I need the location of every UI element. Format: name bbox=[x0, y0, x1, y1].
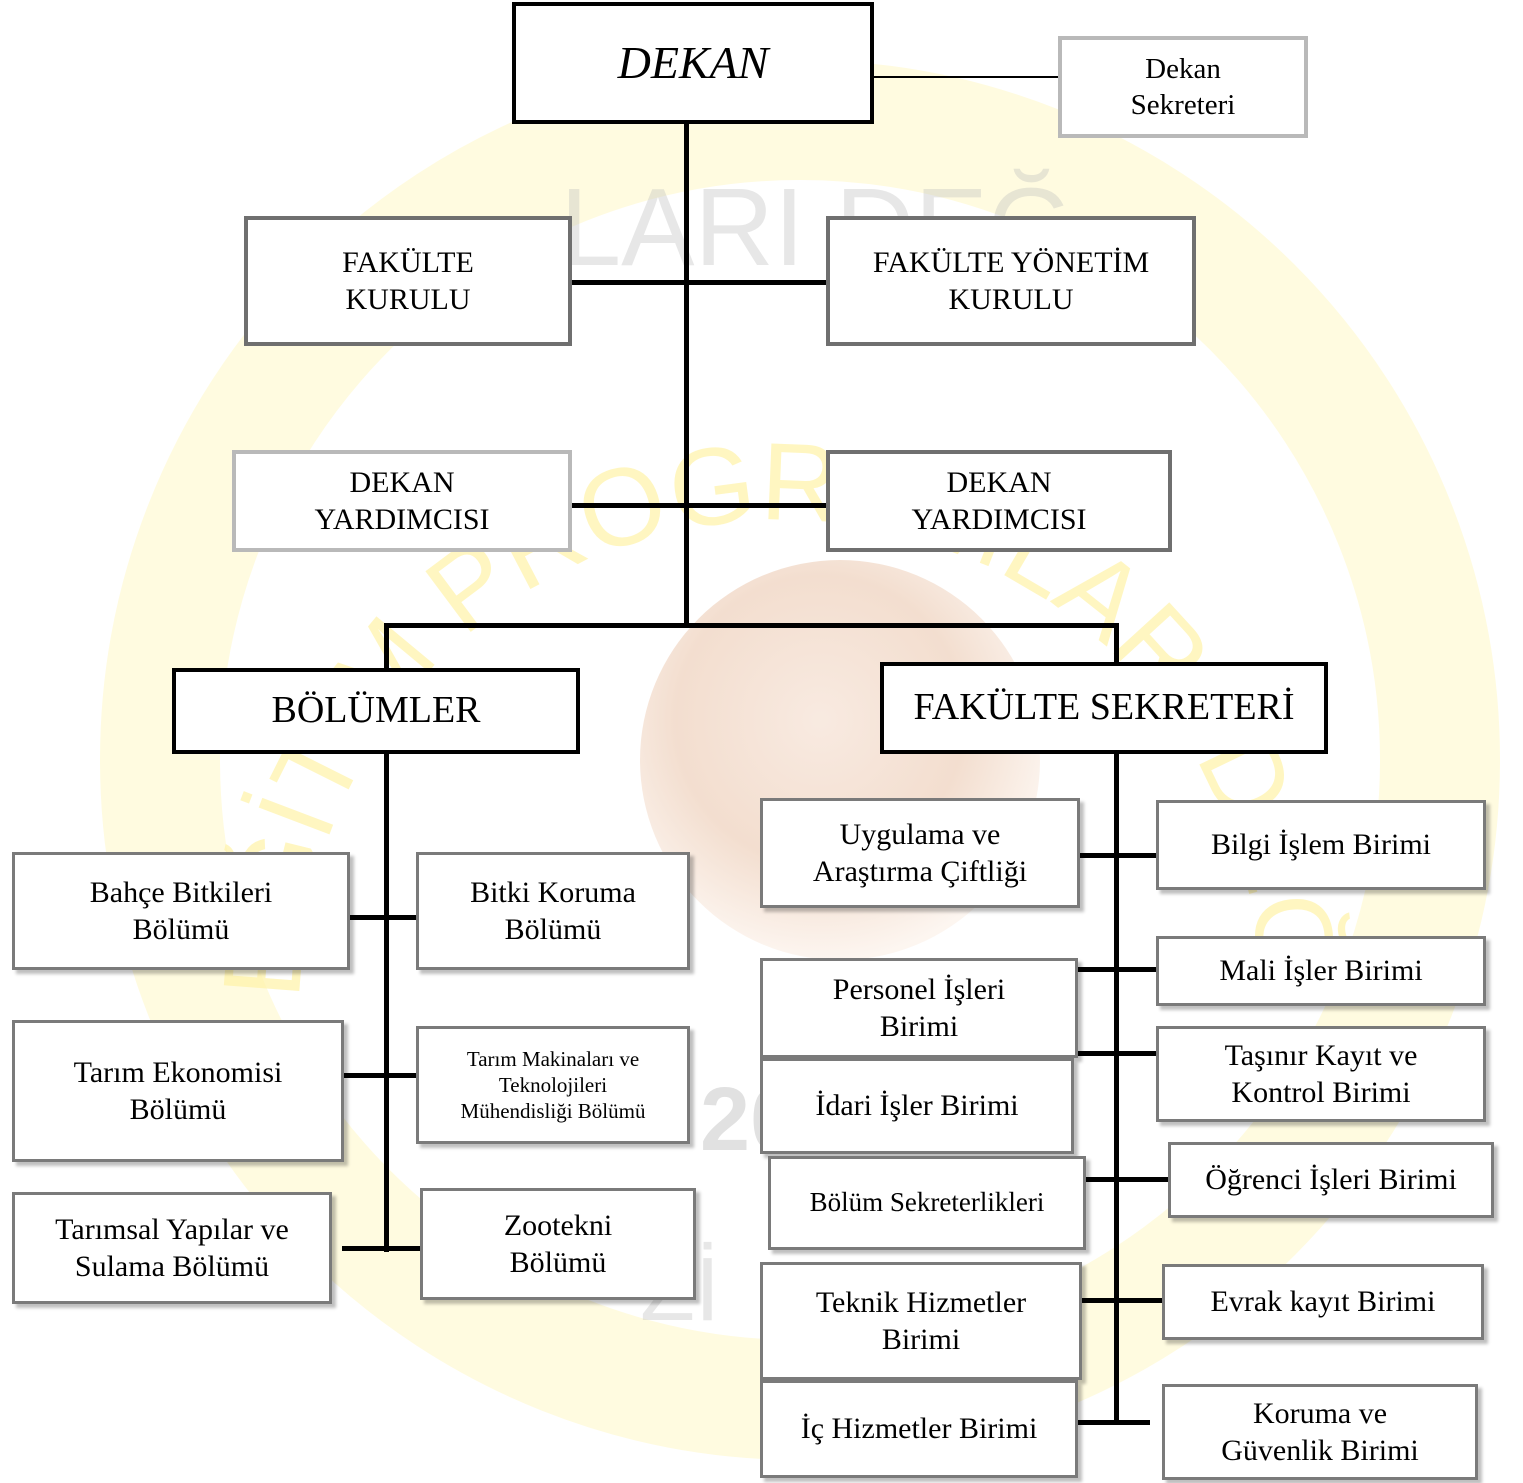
tarimsal-yapilar-box: Tarımsal Yapılar ve Sulama Bölümü bbox=[12, 1192, 332, 1304]
dekan-box: DEKAN bbox=[512, 2, 874, 124]
tarimsal-yapilar-label: Tarımsal Yapılar ve Sulama Bölümü bbox=[55, 1212, 289, 1284]
bolumler-box: BÖLÜMLER bbox=[172, 668, 580, 754]
connector-unit-row-5 bbox=[1082, 1298, 1164, 1303]
connector-kurul-horizontal bbox=[570, 280, 828, 285]
teknik-hizmetler-box: Teknik Hizmetler Birimi bbox=[760, 1262, 1082, 1380]
zootekni-label: Zootekni Bölümü bbox=[503, 1208, 613, 1280]
dekan-label: DEKAN bbox=[617, 37, 769, 89]
connector-bolumler-vertical bbox=[384, 752, 389, 1252]
evrak-kayit-label: Evrak kayıt Birimi bbox=[1210, 1285, 1436, 1319]
bilgi-islem-box: Bilgi İşlem Birimi bbox=[1156, 800, 1486, 890]
dekan-sekreteri-label: Dekan Sekreteri bbox=[1130, 52, 1236, 121]
koruma-guvenlik-label: Koruma ve Güvenlik Birimi bbox=[1221, 1396, 1419, 1468]
uygulama-ciftligi-box: Uygulama ve Araştırma Çiftliği bbox=[760, 798, 1080, 908]
uygulama-ciftligi-label: Uygulama ve Araştırma Çiftliği bbox=[812, 817, 1028, 889]
dekan-sekreteri-box: Dekan Sekreteri bbox=[1058, 36, 1308, 138]
tasinir-kayit-label: Taşınır Kayıt ve Kontrol Birimi bbox=[1224, 1038, 1418, 1110]
bolumler-label: BÖLÜMLER bbox=[271, 689, 481, 732]
tasinir-kayit-box: Taşınır Kayıt ve Kontrol Birimi bbox=[1156, 1026, 1486, 1122]
dekan-yardimcisi-2-box: DEKAN YARDIMCISI bbox=[826, 450, 1172, 552]
ic-hizmetler-label: İç Hizmetler Birimi bbox=[800, 1412, 1038, 1446]
teknik-hizmetler-label: Teknik Hizmetler Birimi bbox=[815, 1285, 1027, 1357]
connector-sekreter-vertical bbox=[1114, 752, 1119, 1424]
connector-unit-row-1 bbox=[1076, 853, 1158, 858]
dekan-yardimcisi-2-label: DEKAN YARDIMCISI bbox=[911, 465, 1087, 537]
connector-unit-row-6 bbox=[1078, 1420, 1150, 1425]
fakulte-sekreteri-box: FAKÜLTE SEKRETERİ bbox=[880, 662, 1328, 754]
bahce-bitkileri-label: Bahçe Bitkileri Bölümü bbox=[89, 875, 273, 947]
dekan-yardimcisi-1-label: DEKAN YARDIMCISI bbox=[314, 465, 490, 537]
bitki-koruma-box: Bitki Koruma Bölümü bbox=[416, 852, 690, 970]
idari-isler-box: İdari İşler Birimi bbox=[760, 1058, 1074, 1154]
fakulte-yonetim-kurulu-label: FAKÜLTE YÖNETİM KURULU bbox=[872, 245, 1150, 317]
fakulte-sekreteri-label: FAKÜLTE SEKRETERİ bbox=[913, 686, 1295, 729]
fakulte-yonetim-kurulu-box: FAKÜLTE YÖNETİM KURULU bbox=[826, 216, 1196, 346]
fakulte-kurulu-label: FAKÜLTE KURULU bbox=[342, 245, 474, 317]
dekan-yardimcisi-1-box: DEKAN YARDIMCISI bbox=[232, 450, 572, 552]
connector-main-vertical bbox=[684, 122, 689, 628]
idari-isler-label: İdari İşler Birimi bbox=[815, 1089, 1019, 1123]
personel-isleri-box: Personel İşleri Birimi bbox=[760, 958, 1078, 1058]
connector-bolum-row-2 bbox=[342, 1073, 418, 1078]
connector-split-horizontal bbox=[384, 623, 1118, 628]
bolum-sekreterlikleri-label: Bölüm Sekreterlikleri bbox=[809, 1187, 1045, 1218]
ogrenci-isleri-label: Öğrenci İşleri Birimi bbox=[1205, 1163, 1457, 1197]
ogrenci-isleri-box: Öğrenci İşleri Birimi bbox=[1168, 1142, 1494, 1218]
tarim-makinalari-box: Tarım Makinaları ve Teknolojileri Mühend… bbox=[416, 1026, 690, 1144]
connector-unit-row-2 bbox=[1076, 967, 1158, 972]
connector-unit-row-3 bbox=[1076, 1051, 1158, 1056]
connector-bolum-row-1 bbox=[348, 915, 418, 920]
mali-isler-box: Mali İşler Birimi bbox=[1156, 936, 1486, 1006]
tarim-makinalari-label: Tarım Makinaları ve Teknolojileri Mühend… bbox=[460, 1046, 646, 1124]
connector-dekan-secretary bbox=[872, 76, 1058, 78]
koruma-guvenlik-box: Koruma ve Güvenlik Birimi bbox=[1162, 1384, 1478, 1480]
bitki-koruma-label: Bitki Koruma Bölümü bbox=[470, 875, 636, 947]
connector-sekreter-drop bbox=[1114, 623, 1119, 663]
connector-unit-row-4 bbox=[1084, 1177, 1168, 1182]
ic-hizmetler-box: İç Hizmetler Birimi bbox=[760, 1380, 1078, 1478]
fakulte-kurulu-box: FAKÜLTE KURULU bbox=[244, 216, 572, 346]
connector-yardimci-horizontal bbox=[570, 503, 828, 508]
mali-isler-label: Mali İşler Birimi bbox=[1219, 954, 1423, 988]
connector-bolumler-drop bbox=[384, 623, 389, 668]
bahce-bitkileri-box: Bahçe Bitkileri Bölümü bbox=[12, 852, 350, 970]
connector-bolum-row-3 bbox=[342, 1246, 422, 1251]
personel-isleri-label: Personel İşleri Birimi bbox=[832, 972, 1006, 1044]
tarim-ekonomisi-box: Tarım Ekonomisi Bölümü bbox=[12, 1020, 344, 1162]
bilgi-islem-label: Bilgi İşlem Birimi bbox=[1210, 828, 1431, 862]
evrak-kayit-box: Evrak kayıt Birimi bbox=[1162, 1264, 1484, 1340]
bolum-sekreterlikleri-box: Bölüm Sekreterlikleri bbox=[768, 1156, 1086, 1250]
zootekni-box: Zootekni Bölümü bbox=[420, 1188, 696, 1300]
tarim-ekonomisi-label: Tarım Ekonomisi Bölümü bbox=[73, 1055, 283, 1127]
